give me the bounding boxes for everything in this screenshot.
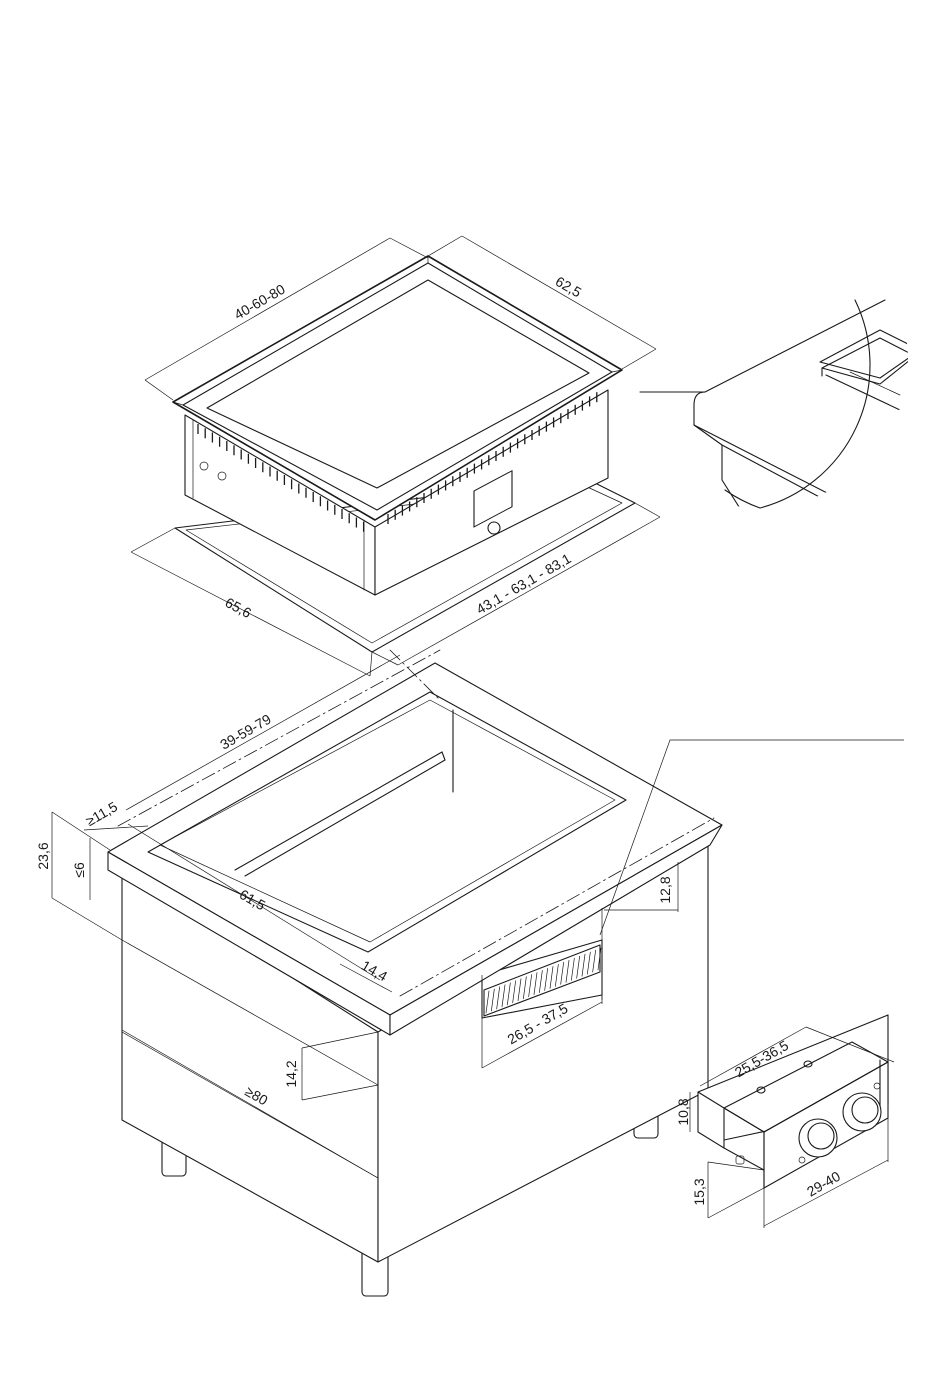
dim-control-offset: 15,3 (691, 1178, 707, 1205)
dim-vent-height: 12,8 (657, 876, 673, 903)
dim-control-depth: 29-40 (804, 1168, 843, 1200)
dim-top-width: 40-60-80 (231, 281, 288, 323)
dim-frame-width: 43,1 - 63,1 - 83,1 (473, 550, 574, 617)
dim-cutout-width: 39-59-79 (217, 711, 274, 753)
dim-frame-depth: 65,6 (223, 594, 255, 621)
dim-edge-min: ≥11,5 (83, 798, 121, 829)
dim-max-thickness: ≤6 (71, 862, 87, 878)
edge-detail (640, 300, 920, 540)
knob-right-icon (843, 1093, 881, 1131)
knob-left-icon (799, 1119, 837, 1157)
dim-panel-height: 14,2 (283, 1060, 299, 1087)
counter-unit (108, 650, 722, 1296)
dim-counter-height: 23,6 (35, 842, 51, 869)
dim-top-depth: 62,5 (553, 273, 585, 301)
dim-control-height: 10,8 (675, 1098, 691, 1125)
